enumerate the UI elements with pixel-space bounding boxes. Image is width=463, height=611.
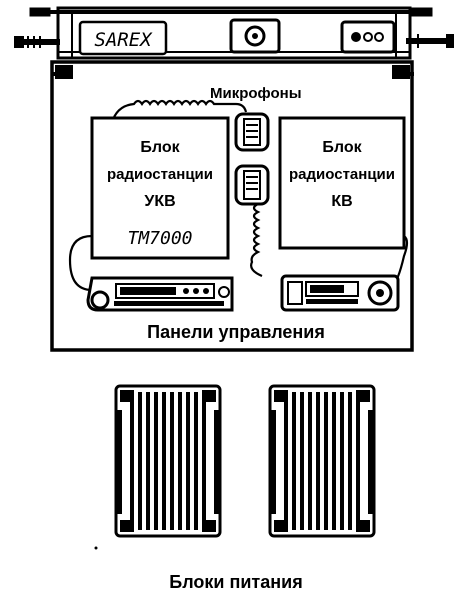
power-unit-left bbox=[114, 384, 222, 538]
vhf-unit-line1: Блок bbox=[140, 139, 180, 156]
sarex-label-box: SAREX bbox=[78, 20, 168, 56]
heatsink-fins bbox=[284, 392, 360, 530]
hf-unit-line3: КВ bbox=[331, 193, 352, 210]
vhf-cable bbox=[68, 234, 93, 292]
vhf-radio-unit: Блок радиостанции УКВ TM7000 bbox=[90, 116, 230, 260]
power-unit-right bbox=[268, 384, 376, 538]
speck bbox=[94, 546, 98, 550]
mic-cord-lower bbox=[250, 203, 263, 278]
model-handwritten-label: TM7000 bbox=[127, 228, 192, 249]
microphones-label: Микрофоны bbox=[210, 85, 302, 102]
connector-plug-icon bbox=[340, 20, 396, 54]
right-bolt-icon bbox=[406, 34, 454, 48]
microphone-2-icon bbox=[234, 164, 270, 206]
mounting-plate bbox=[50, 60, 414, 352]
hf-control-panel bbox=[280, 274, 400, 312]
left-bolt-icon bbox=[14, 36, 60, 48]
hf-unit-line1: Блок bbox=[322, 139, 362, 156]
hf-radio-unit: Блок радиостанции КВ bbox=[278, 116, 406, 250]
heatsink-fins bbox=[130, 392, 206, 530]
vhf-unit-line2: радиостанции bbox=[107, 166, 213, 183]
sarex-label: SAREX bbox=[94, 29, 153, 51]
mic-cord-upper bbox=[108, 99, 248, 135]
vhf-control-panel bbox=[86, 276, 234, 312]
power-units-label: Блоки питания bbox=[169, 572, 302, 592]
vhf-unit-line3: УКВ bbox=[144, 193, 175, 210]
connector-knob-icon bbox=[229, 18, 281, 54]
hf-unit-line2: радиостанции bbox=[289, 166, 395, 183]
microphone-1-icon bbox=[234, 112, 270, 152]
control-panels-label: Панели управления bbox=[147, 322, 325, 342]
